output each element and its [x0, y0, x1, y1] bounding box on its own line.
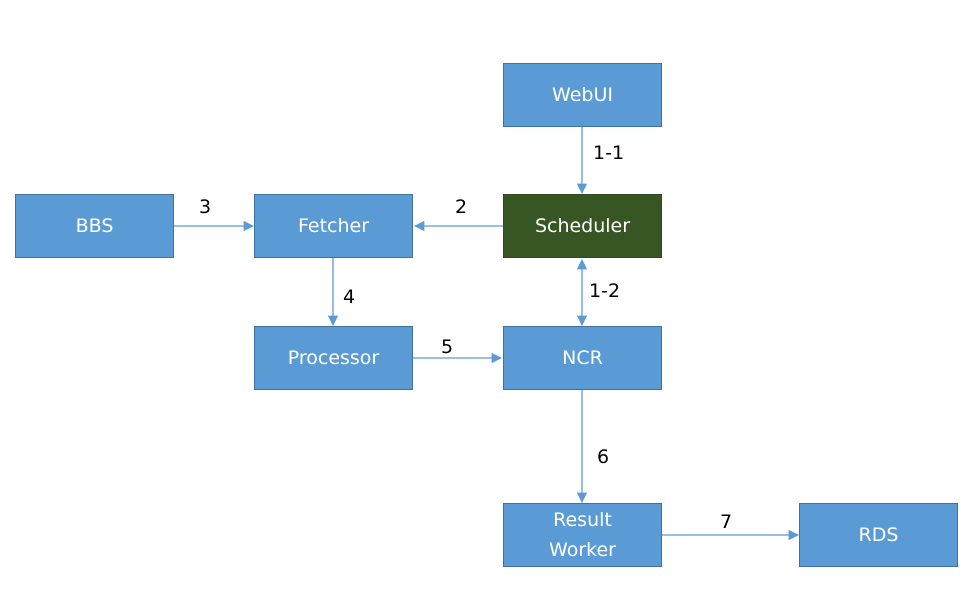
- node-webui-label: WebUI: [552, 84, 613, 106]
- node-result-worker-label: Result Worker: [549, 509, 616, 561]
- node-rds: RDS: [799, 503, 958, 567]
- edge-label-1-1: 1-1: [593, 142, 625, 164]
- node-processor-label: Processor: [287, 347, 380, 369]
- node-scheduler-label: Scheduler: [534, 215, 631, 237]
- edge-label-5: 5: [441, 336, 454, 358]
- node-scheduler: Scheduler: [503, 194, 662, 258]
- edge-label-1-2: 1-2: [589, 280, 621, 302]
- node-processor: Processor: [254, 326, 413, 390]
- node-fetcher: Fetcher: [254, 194, 413, 258]
- node-ncr-label: NCR: [562, 347, 603, 369]
- edge-label-6: 6: [597, 446, 610, 468]
- node-rds-label: RDS: [858, 524, 899, 546]
- node-fetcher-label: Fetcher: [297, 215, 370, 237]
- edge-label-7: 7: [720, 511, 733, 533]
- node-ncr: NCR: [503, 326, 662, 390]
- node-bbs-label: BBS: [75, 215, 114, 237]
- node-result-worker: Result Worker: [503, 503, 662, 567]
- node-webui: WebUI: [503, 63, 662, 127]
- node-bbs: BBS: [15, 194, 174, 258]
- edge-label-2: 2: [455, 196, 468, 218]
- edge-label-4: 4: [343, 286, 356, 308]
- edge-label-3: 3: [199, 196, 212, 218]
